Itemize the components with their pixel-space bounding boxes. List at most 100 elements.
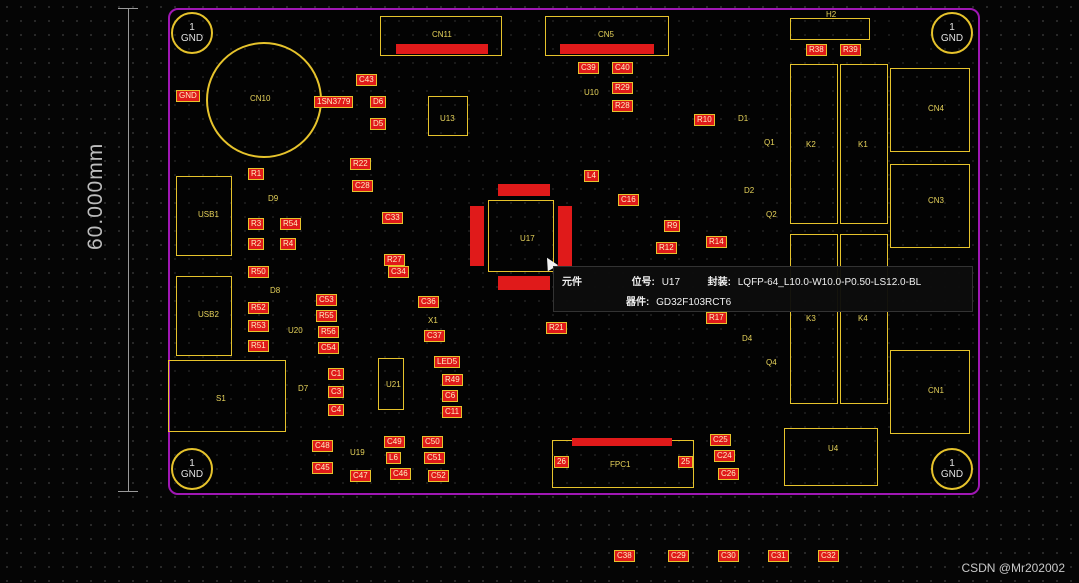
c51[interactable]: C51	[424, 452, 445, 464]
connector-cn4[interactable]	[890, 68, 970, 152]
r55[interactable]: R55	[316, 310, 337, 322]
c26[interactable]: C26	[718, 468, 739, 480]
r10[interactable]: R10	[694, 114, 715, 126]
dimension-line-vertical	[128, 8, 129, 491]
r39[interactable]: R39	[840, 44, 861, 56]
fpc1-pad-row	[572, 438, 672, 446]
mounting-hole-bottom-left[interactable]: 1 GND	[171, 448, 213, 490]
r38[interactable]: R38	[806, 44, 827, 56]
mounting-hole-top-left[interactable]: 1 GND	[171, 12, 213, 54]
r1[interactable]: R1	[248, 168, 265, 180]
r56[interactable]: R56	[318, 326, 339, 338]
connector-cn5[interactable]	[545, 16, 669, 56]
r52[interactable]: R52	[248, 302, 269, 314]
r21[interactable]: R21	[546, 322, 567, 334]
c32[interactable]: C32	[818, 550, 839, 562]
r49[interactable]: R49	[442, 374, 463, 386]
c1[interactable]: C1	[328, 368, 345, 380]
c16[interactable]: C16	[618, 194, 639, 206]
c38[interactable]: C38	[614, 550, 635, 562]
l6[interactable]: L6	[386, 452, 401, 464]
hole-net: GND	[180, 33, 204, 44]
r9[interactable]: R9	[664, 220, 681, 232]
c25[interactable]: C25	[710, 434, 731, 446]
c29[interactable]: C29	[668, 550, 689, 562]
r14[interactable]: R14	[706, 236, 727, 248]
switch-s1[interactable]	[168, 360, 286, 432]
usb2-label: USB2	[198, 310, 219, 319]
c3[interactable]: C3	[328, 386, 345, 398]
c31[interactable]: C31	[768, 550, 789, 562]
c54[interactable]: C54	[318, 342, 339, 354]
mounting-hole-bottom-right[interactable]: 1 GND	[931, 448, 973, 490]
c39[interactable]: C39	[578, 62, 599, 74]
mounting-hole-top-right[interactable]: 1 GND	[931, 12, 973, 54]
x1-label: X1	[428, 316, 438, 325]
d1-label: D1	[738, 114, 749, 123]
c50[interactable]: C50	[422, 436, 443, 448]
c45[interactable]: C45	[312, 462, 333, 474]
r2[interactable]: R2	[248, 238, 265, 250]
d5[interactable]: D5	[370, 118, 387, 130]
r3[interactable]: R3	[248, 218, 265, 230]
r22[interactable]: R22	[350, 158, 371, 170]
d6[interactable]: D6	[370, 96, 387, 108]
q1-label: Q1	[764, 138, 775, 147]
c28[interactable]: C28	[352, 180, 373, 192]
r50[interactable]: R50	[248, 266, 269, 278]
cn3-label: CN3	[928, 196, 945, 205]
r54[interactable]: R54	[280, 218, 301, 230]
module-u4[interactable]	[784, 428, 878, 486]
connector-cn11[interactable]	[380, 16, 502, 56]
usb1-connector[interactable]	[176, 176, 232, 256]
r12[interactable]: R12	[656, 242, 677, 254]
u21-label: U21	[386, 380, 401, 389]
hole-number: 1	[949, 22, 955, 33]
c6[interactable]: C6	[442, 390, 459, 402]
c40[interactable]: C40	[612, 62, 633, 74]
ic-u13[interactable]	[428, 96, 468, 136]
r51[interactable]: R51	[248, 340, 269, 352]
c36[interactable]: C36	[418, 296, 439, 308]
c52[interactable]: C52	[428, 470, 449, 482]
c43[interactable]: C43	[356, 74, 377, 86]
relay-k2[interactable]	[790, 64, 838, 224]
c34[interactable]: C34	[388, 266, 409, 278]
connector-cn1[interactable]	[890, 350, 970, 434]
c24[interactable]: C24	[714, 450, 735, 462]
c53[interactable]: C53	[316, 294, 337, 306]
relay-k1[interactable]	[840, 64, 888, 224]
l4[interactable]: L4	[584, 170, 599, 182]
r27[interactable]: R27	[384, 254, 405, 266]
usb2-connector[interactable]	[176, 276, 232, 356]
u4-label: U4	[828, 444, 839, 453]
c30[interactable]: C30	[718, 550, 739, 562]
tooltip-refdes-value: U17	[661, 277, 681, 288]
c46[interactable]: C46	[390, 468, 411, 480]
hole-net: GND	[180, 469, 204, 480]
c48[interactable]: C48	[312, 440, 333, 452]
r17[interactable]: R17	[706, 312, 727, 324]
r29[interactable]: R29	[612, 82, 633, 94]
ic-u21[interactable]	[378, 358, 404, 410]
led5[interactable]: LED5	[434, 356, 461, 368]
r53[interactable]: R53	[248, 320, 269, 332]
connector-cn3[interactable]	[890, 164, 970, 248]
k3-label: K3	[806, 314, 816, 323]
relay-k3[interactable]	[790, 234, 838, 404]
c49[interactable]: C49	[384, 436, 405, 448]
c37[interactable]: C37	[424, 330, 445, 342]
mcu-u17[interactable]	[488, 200, 554, 272]
s1-label: S1	[216, 394, 226, 403]
header-h2[interactable]	[790, 18, 870, 40]
c33[interactable]: C33	[382, 212, 403, 224]
hole-number: 1	[189, 22, 195, 33]
c47[interactable]: C47	[350, 470, 371, 482]
r4[interactable]: R4	[280, 238, 297, 250]
c4[interactable]: C4	[328, 404, 345, 416]
r28[interactable]: R28	[612, 100, 633, 112]
relay-k4[interactable]	[840, 234, 888, 404]
cn5-pad-row	[560, 44, 654, 54]
c11[interactable]: C11	[442, 406, 463, 418]
u13-label: U13	[440, 114, 455, 123]
